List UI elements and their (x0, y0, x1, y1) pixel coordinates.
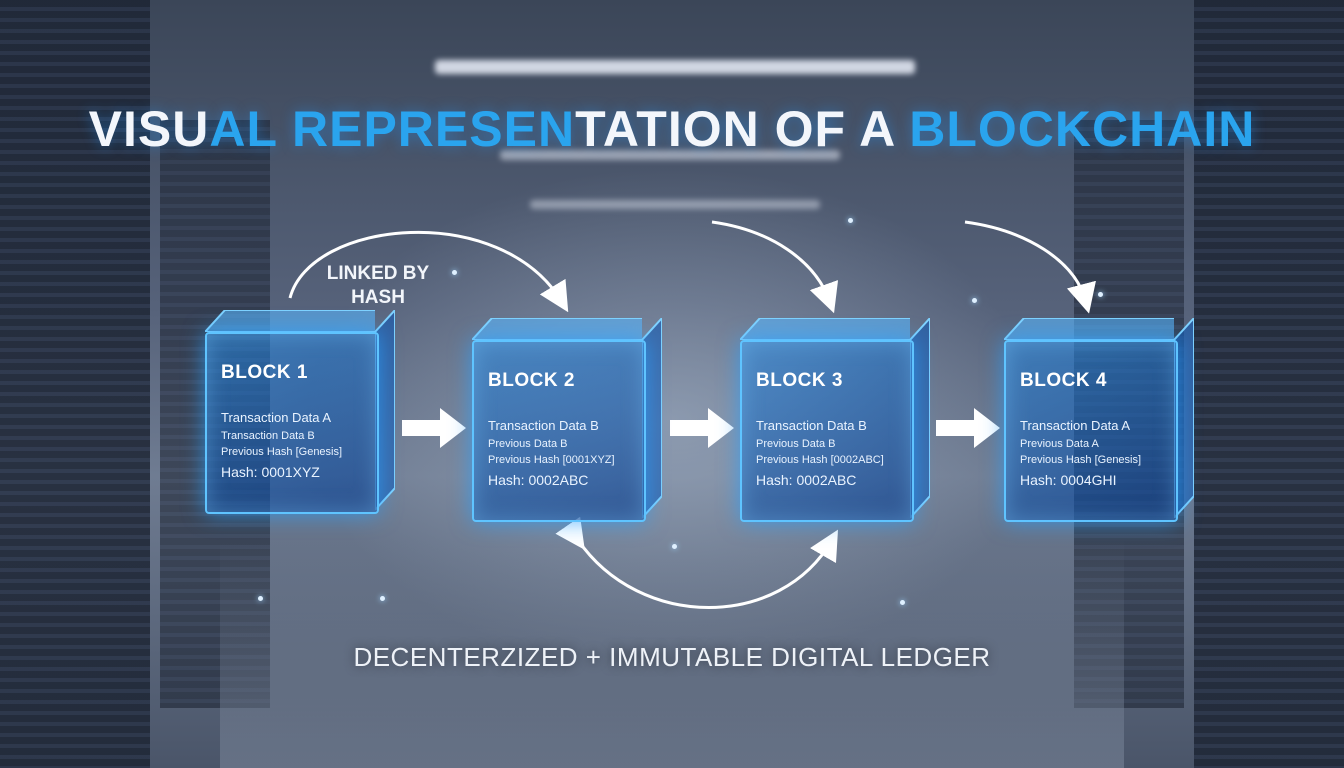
block-hash: Hash: 0002ABC (488, 472, 589, 488)
hash-link-arc (964, 220, 1096, 314)
block-front-face (472, 340, 646, 522)
block-front-face (740, 340, 914, 522)
block-data-line: Transaction Data A (1020, 418, 1131, 433)
hash-link-arc (711, 220, 839, 314)
block-data-line: Previous Data B (488, 438, 568, 450)
block-name: BLOCK 3 (756, 370, 843, 391)
block-card-2: BLOCK 2 Transaction Data B Previous Data… (472, 318, 662, 522)
block-arrow (670, 408, 734, 448)
block-card-4: BLOCK 4 Transaction Data A Previous Data… (1004, 318, 1194, 522)
block-data-line: Previous Data B (756, 438, 836, 450)
block-hash: Hash: 0004GHI (1020, 472, 1117, 488)
title-part: AL REPRESEN (209, 101, 576, 157)
title-part: VISU (88, 101, 210, 157)
block-name: BLOCK 2 (488, 370, 575, 391)
return-arc (555, 516, 839, 609)
block-data-line: Previous Hash [Genesis] (1020, 454, 1142, 466)
block-data-line: Previous Hash [0001XYZ] (488, 454, 615, 466)
linked-by-hash-label: LINKED BY HASH (326, 263, 430, 308)
block-data-line: Transaction Data B (221, 430, 315, 442)
block-arrow (936, 408, 1000, 448)
server-rack-right (1194, 0, 1344, 768)
glow-particle (848, 218, 853, 223)
block-front-face (205, 332, 379, 514)
block-card-1: BLOCK 1 Transaction Data A Transaction D… (205, 310, 395, 514)
block-data-line: Previous Data A (1020, 438, 1099, 450)
server-rack-left (0, 0, 150, 768)
block-side-face (642, 318, 662, 518)
glow-particle (380, 596, 385, 601)
glow-particle (258, 596, 263, 601)
block-data-line: Transaction Data A (221, 410, 332, 425)
block-name: BLOCK 1 (221, 362, 308, 383)
title-part: TATION OF A (575, 101, 910, 157)
block-arrow (402, 408, 466, 448)
block-name: BLOCK 4 (1020, 370, 1107, 391)
block-side-face (375, 310, 395, 510)
block-top-face (472, 318, 642, 340)
block-data-line: Transaction Data B (756, 418, 867, 433)
diagram-title: VISUAL REPRESENTATION OF A BLOCKCHAIN (0, 100, 1344, 158)
block-top-face (740, 318, 910, 340)
glow-particle (672, 544, 677, 549)
glow-particle (452, 270, 457, 275)
diagram-subtitle: DECENTERZIZED + IMMUTABLE DIGITAL LEDGER (353, 642, 991, 672)
block-top-face (205, 310, 375, 332)
block-top-face (1004, 318, 1174, 340)
ceiling-light (530, 200, 820, 209)
hash-link-arc (288, 231, 569, 313)
block-hash: Hash: 0002ABC (756, 472, 857, 488)
block-side-face (1174, 318, 1194, 518)
corridor-floor (220, 538, 1124, 768)
title-part: BLOCKCHAIN (909, 101, 1256, 157)
ceiling-light (500, 150, 840, 160)
block-card-3: BLOCK 3 Transaction Data B Previous Data… (740, 318, 930, 522)
glow-particle (1098, 292, 1103, 297)
block-hash: Hash: 0001XYZ (221, 464, 320, 480)
block-data-line: Transaction Data B (488, 418, 599, 433)
glow-particle (900, 600, 905, 605)
ceiling-light (435, 60, 915, 74)
block-data-line: Previous Hash [Genesis] (221, 446, 343, 458)
block-front-face (1004, 340, 1178, 522)
block-side-face (910, 318, 930, 518)
glow-particle (972, 298, 977, 303)
block-data-line: Previous Hash [0002ABC] (756, 454, 884, 466)
